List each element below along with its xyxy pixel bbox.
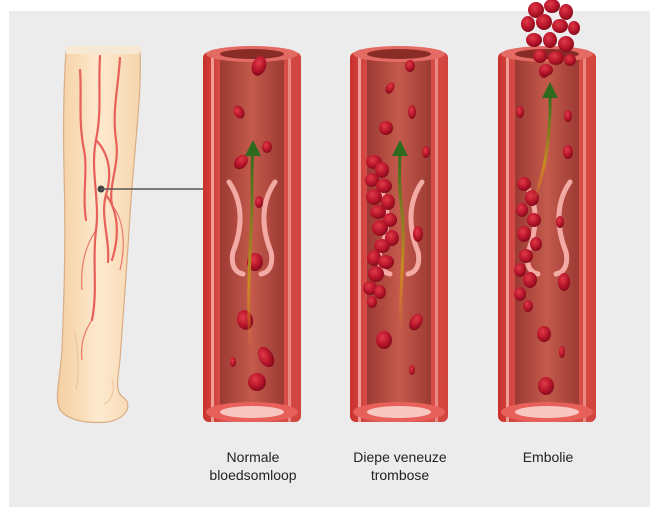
caption-dvt-line2: trombose [325, 466, 475, 484]
caption-dvt: Diepe veneuze trombose [325, 448, 475, 484]
leg-illustration [57, 46, 140, 423]
caption-dvt-line1: Diepe veneuze [325, 448, 475, 466]
vessel-dvt [350, 46, 448, 422]
caption-normal: Normale bloedsomloop [178, 448, 328, 484]
vessel-embolism [498, 46, 596, 422]
caption-normal-line2: bloedsomloop [178, 466, 328, 484]
caption-normal-line1: Normale [178, 448, 328, 466]
caption-embolism-line1: Embolie [473, 448, 623, 466]
caption-embolism: Embolie [473, 448, 623, 466]
vessel-normal [203, 46, 301, 422]
